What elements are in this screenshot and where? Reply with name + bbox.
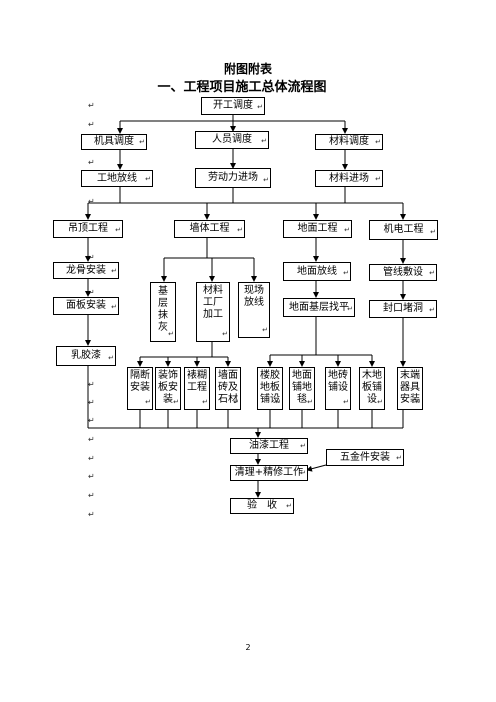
node-site-layout-wall: 现场放线: [238, 282, 270, 338]
page-heading: 附图附表: [223, 62, 272, 76]
node-keel-install: 龙骨安装: [53, 262, 119, 279]
paragraph-mark: ↵: [88, 101, 95, 110]
paragraph-mark: ↵: [88, 253, 95, 262]
paragraph-mark: ↵: [88, 197, 95, 206]
node-terminal-fixtures: 末端器具安装: [397, 367, 423, 410]
page-subheading: 一、工程项目施工总体流程图: [157, 80, 327, 95]
paragraph-mark: ↵: [88, 120, 95, 129]
paragraph-mark: ↵: [88, 416, 95, 425]
node-pipe-laying: 管线敷设: [369, 264, 437, 281]
node-cleanup-finish: 清理+精修工作: [230, 465, 308, 481]
node-material-dispatch: 材料调度: [315, 134, 383, 150]
node-start: 开工调度: [201, 97, 265, 115]
node-floor-leveling: 地面基层找平: [283, 298, 355, 317]
node-site-layout: 工地放线: [81, 170, 153, 187]
paragraph-mark: ↵: [88, 472, 95, 481]
node-wall-tile-stone: 墙面砖及石材: [215, 367, 241, 410]
node-partition-install: 隔断安装: [127, 367, 153, 410]
node-wood-floor: 木地板铺设: [359, 367, 385, 410]
node-base-plaster: 基层抹灰: [150, 282, 176, 342]
node-machinery-dispatch: 机具调度: [81, 134, 147, 150]
paragraph-mark: ↵: [88, 158, 95, 167]
node-labor-entry: 劳动力进场: [195, 168, 271, 188]
paragraph-mark: ↵: [88, 288, 95, 297]
node-paint-works: 油漆工程: [230, 438, 308, 454]
node-carpet-laying: 地面铺地毯: [289, 367, 315, 410]
paragraph-mark: ↵: [88, 510, 95, 519]
node-acceptance: 验 收: [230, 498, 294, 514]
node-floor-tile: 地砖铺设: [325, 367, 351, 410]
node-personnel-dispatch: 人员调度: [195, 131, 269, 149]
node-floor-works: 地面工程: [283, 220, 352, 238]
node-floor-layout: 地面放线: [283, 262, 351, 281]
node-seal-holes: 封口堵洞: [369, 300, 437, 318]
node-wallpaper-works: 裱糊工程: [184, 367, 210, 410]
paragraph-mark: ↵: [88, 380, 95, 389]
node-material-factory: 材料工厂加工: [196, 282, 230, 342]
paragraph-mark: ↵: [88, 491, 95, 500]
node-material-entry: 材料进场: [315, 170, 383, 187]
node-latex-paint: 乳胶漆: [56, 346, 116, 366]
node-ceiling-works: 吊顶工程: [53, 220, 123, 238]
paragraph-mark: ↵: [88, 435, 95, 444]
page-number: 2: [245, 643, 251, 652]
node-wall-works: 墙体工程: [174, 220, 245, 238]
node-panel-install: 面板安装: [53, 297, 119, 315]
node-hardware-install: 五金件安装: [326, 449, 404, 466]
paragraph-mark: ↵: [88, 398, 95, 407]
node-decor-panel-install: 装饰板安装: [155, 367, 181, 410]
paragraph-mark: ↵: [88, 454, 95, 463]
node-plastic-floor: 楼胶地板铺设: [257, 367, 283, 410]
node-mep-works: 机电工程: [369, 220, 438, 240]
